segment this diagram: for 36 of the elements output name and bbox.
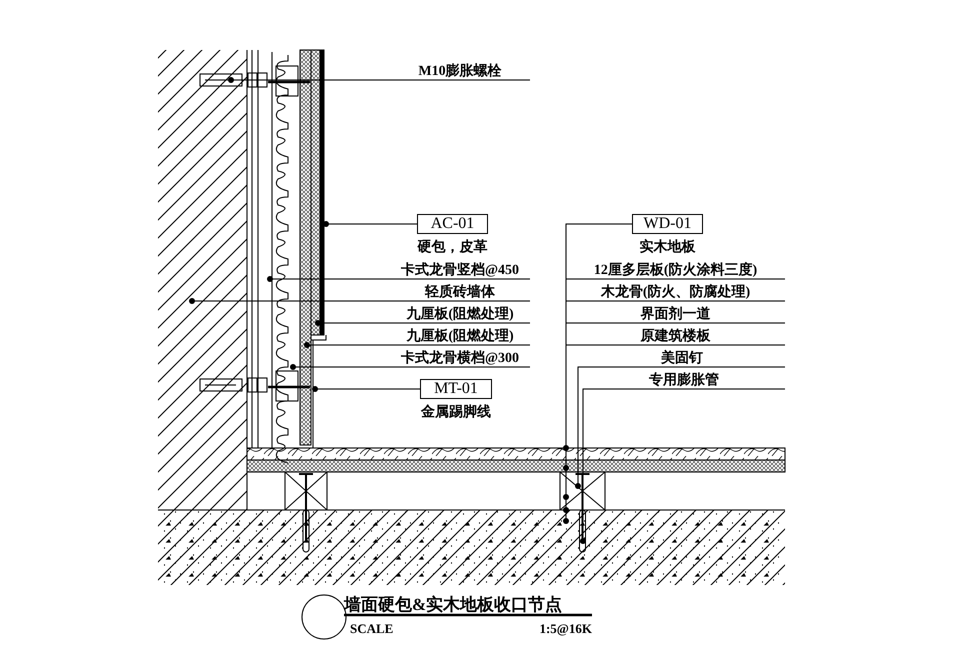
callout-label: 九厘板(阻燃处理)	[406, 329, 514, 345]
leader-line	[563, 344, 786, 524]
leader-line	[267, 276, 530, 282]
leader-line	[312, 386, 420, 392]
material-description: 硬包，皮革	[416, 240, 488, 256]
drawing-title: 墙面硬包&实木地板收口节点	[344, 594, 562, 616]
leader-line	[304, 342, 530, 348]
callout-label: 木龙骨(防火、防腐处理)	[600, 285, 750, 301]
material-code-box: WD-01	[632, 214, 703, 234]
callout-label: 美固钉	[661, 351, 703, 367]
leader-line	[323, 221, 418, 227]
scale-value: 1:5@16K	[539, 621, 592, 637]
leader-line	[563, 224, 632, 451]
leader-line	[575, 366, 786, 489]
material-code-box: MT-01	[420, 379, 492, 399]
callout-label: 轻质砖墙体	[425, 285, 495, 301]
callout-label: M10膨胀螺栓	[418, 64, 502, 80]
callout-label: 卡式龙骨横档@300	[400, 351, 520, 367]
material-description: 金属踢脚线	[420, 405, 492, 421]
callout-label: 卡式龙骨竖档@450	[400, 263, 520, 279]
leader-line	[563, 300, 786, 500]
callout-label: 12厘多层板(防火涂料三度)	[594, 263, 758, 279]
leader-line	[228, 77, 530, 83]
callout-label: 界面剂一道	[640, 307, 710, 323]
leader-line	[189, 298, 530, 304]
leader-line	[563, 322, 786, 513]
callout-label: 原建筑楼板	[640, 329, 710, 345]
leader-line	[580, 388, 786, 544]
material-code-box: AC-01	[417, 214, 488, 234]
scale-label: SCALE	[350, 621, 394, 637]
leader-line	[563, 278, 786, 471]
leader-line	[315, 320, 530, 326]
callout-label: 专用膨胀管	[649, 373, 719, 389]
material-description: 实木地板	[638, 240, 696, 256]
callout-label: 九厘板(阻燃处理)	[406, 307, 514, 323]
leader-line	[290, 364, 530, 370]
